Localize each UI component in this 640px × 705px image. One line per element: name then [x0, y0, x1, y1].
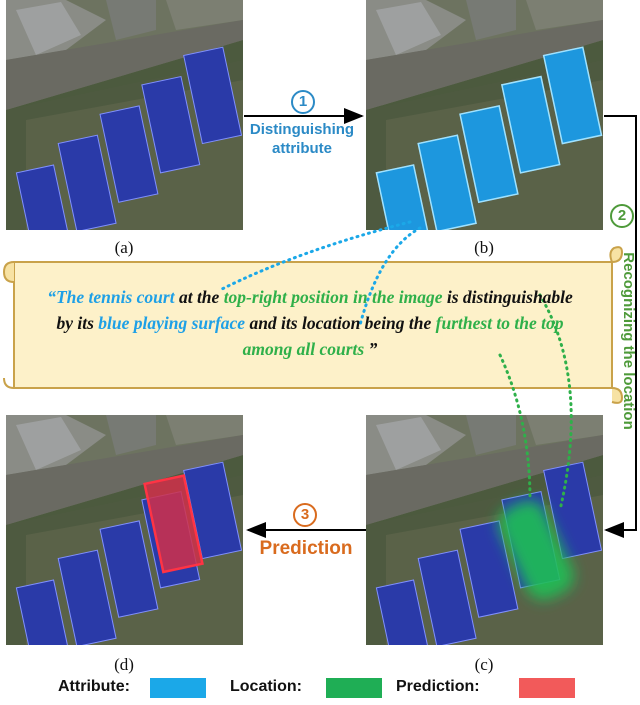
step-2-badge: 2	[610, 204, 634, 228]
scroll-banner	[2, 246, 624, 404]
legend-prediction-label: Prediction:	[396, 678, 480, 695]
location-link-2	[498, 353, 532, 502]
step-1-label-line2: attribute	[272, 140, 332, 157]
attribute-phrase: blue playing surface	[98, 313, 246, 333]
aerial-image-b	[366, 0, 603, 230]
scroll-description: “The tennis court at the top-right posit…	[40, 284, 580, 362]
caption-b: (b)	[474, 238, 494, 257]
step-1-badge: 1	[291, 90, 315, 114]
legend-location-swatch	[326, 678, 382, 698]
location-phrase-1: top-right position in the image	[223, 287, 443, 307]
legend-prediction-swatch	[519, 678, 575, 698]
attribute-mask-3	[459, 104, 519, 204]
aerial-image-d	[6, 415, 243, 645]
step-1-label-line1: Distinguishing	[249, 121, 355, 138]
attribute-mask-1	[375, 164, 434, 230]
legend-attribute-label: Attribute:	[58, 678, 130, 695]
attribute-mask-4	[500, 75, 561, 174]
legend: Attribute: Location: Prediction:	[0, 672, 640, 702]
text-segment-1: at the	[174, 287, 224, 307]
prediction-box	[143, 474, 204, 574]
attribute-mask-5	[542, 46, 603, 145]
legend-attribute-swatch	[150, 678, 206, 698]
attribute-link-1	[218, 220, 412, 292]
legend-location-label: Location:	[230, 678, 302, 695]
open-quote: “	[47, 287, 56, 307]
close-quote: ”	[364, 339, 378, 359]
target-phrase: The tennis court	[55, 287, 175, 307]
caption-c: (c)	[474, 655, 494, 674]
step-3-badge: 3	[293, 503, 317, 527]
caption-d: (d)	[114, 655, 134, 674]
step-3-label: Prediction	[259, 538, 353, 559]
location-phrase-2: furthest to the top among all courts	[242, 313, 564, 359]
step-2-label: Recognizing the location	[620, 252, 637, 430]
text-segment-3: and its location being the	[245, 313, 436, 333]
location-link-1	[538, 293, 573, 512]
aerial-image-c	[366, 415, 603, 645]
step-1-label: Distinguishing attribute	[232, 120, 372, 158]
location-heatmap	[498, 500, 574, 600]
text-segment-2: is distinguishable by its	[56, 287, 573, 333]
arrow-step-2	[604, 115, 637, 538]
caption-a: (a)	[114, 238, 134, 257]
attribute-mask-2	[417, 134, 477, 230]
attribute-link-2	[358, 226, 422, 327]
